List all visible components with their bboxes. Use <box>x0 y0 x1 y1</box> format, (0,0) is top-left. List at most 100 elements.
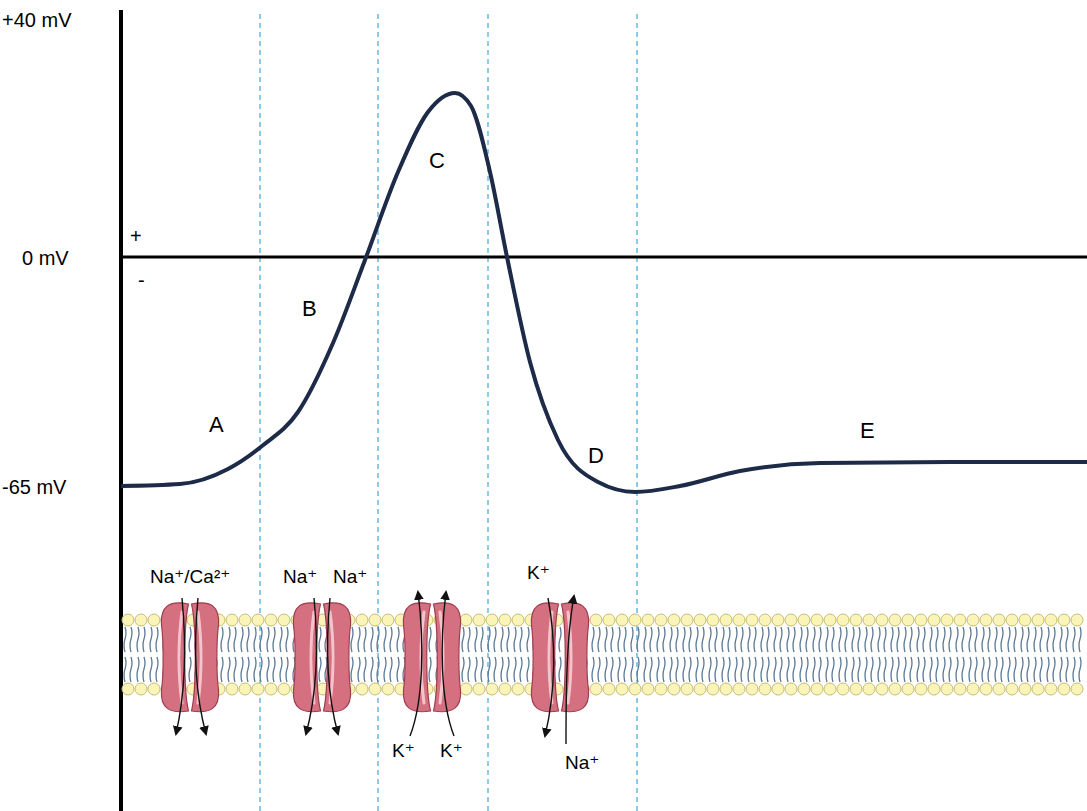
lipid-tail <box>917 657 919 682</box>
lipid-tail <box>858 627 860 652</box>
lipid-tails <box>1021 627 1029 682</box>
lipid-tail <box>930 657 932 682</box>
lipid-head <box>707 683 719 695</box>
lipid-head <box>915 614 927 626</box>
lipid-head <box>967 683 979 695</box>
lipid-head <box>967 614 979 626</box>
lipid-head <box>850 614 862 626</box>
lipid-tail <box>1053 627 1055 652</box>
ion-label: K⁺ <box>392 740 415 763</box>
lipid-tail <box>241 627 243 652</box>
lipid-tail <box>1014 627 1016 652</box>
lipid-head <box>460 683 472 695</box>
cell-membrane <box>122 614 1083 695</box>
lipid-tail <box>280 657 282 682</box>
lipid-tail <box>429 657 431 682</box>
lipid-tails <box>930 627 938 682</box>
lipid-head <box>980 683 992 695</box>
lipid-tail <box>670 657 672 682</box>
lipid-tail <box>982 627 984 652</box>
lipid-head <box>382 683 394 695</box>
lipid-tail <box>1008 657 1010 682</box>
lipid-tail <box>260 657 262 682</box>
lipid-tail <box>637 657 639 682</box>
lipid-tail <box>696 627 698 652</box>
lipid-tails <box>137 627 145 682</box>
lipid-tail <box>650 657 652 682</box>
lipid-tail <box>1060 627 1062 652</box>
lipid-tail <box>124 657 126 682</box>
lipid-head <box>668 683 680 695</box>
lipid-tail <box>722 657 724 682</box>
phase-letter: A <box>209 412 224 438</box>
lipid-tail <box>371 627 373 652</box>
lipid-tail <box>1066 627 1068 652</box>
lipid-tail <box>871 627 873 652</box>
lipid-tail <box>273 627 275 652</box>
lipid-tail <box>962 627 964 652</box>
lipid-tail <box>390 657 392 682</box>
lipid-head <box>733 614 745 626</box>
lipid-tail <box>936 627 938 652</box>
ion-label: K⁺ <box>527 562 550 585</box>
lipid-head <box>941 614 953 626</box>
lipid-tail <box>741 657 743 682</box>
lipid-head <box>811 683 823 695</box>
lipid-tail <box>1034 657 1036 682</box>
lipid-head <box>655 614 667 626</box>
lipid-tail <box>832 627 834 652</box>
lipid-tail <box>878 657 880 682</box>
lipid-head <box>1058 614 1070 626</box>
lipid-tail <box>826 657 828 682</box>
lipid-tails <box>228 627 236 682</box>
ion-channel <box>161 603 218 712</box>
lipid-tails <box>917 627 925 682</box>
lipid-head <box>954 614 966 626</box>
lipid-head <box>720 683 732 695</box>
lipid-head <box>746 683 758 695</box>
lipid-tail <box>767 657 769 682</box>
lipid-tail <box>527 627 529 652</box>
lipid-tail <box>832 657 834 682</box>
ion-label: K⁺ <box>440 740 463 763</box>
lipid-head <box>1019 683 1031 695</box>
lipid-tails <box>319 627 327 682</box>
lipid-head <box>486 614 498 626</box>
lipid-head <box>785 614 797 626</box>
lipid-tail <box>806 627 808 652</box>
lipid-head <box>876 683 888 695</box>
lipid-tail <box>559 627 561 652</box>
lipid-tail <box>741 627 743 652</box>
lipid-tail <box>1040 627 1042 652</box>
lipid-head <box>863 614 875 626</box>
lipid-tail <box>618 657 620 682</box>
lipid-tail <box>871 657 873 682</box>
lipid-tail <box>1014 657 1016 682</box>
lipid-tails <box>826 627 834 682</box>
lipid-tail <box>130 627 132 652</box>
lipid-tail <box>1073 657 1075 682</box>
lipid-tail <box>748 627 750 652</box>
lipid-tail <box>286 627 288 652</box>
lipid-tail <box>364 657 366 682</box>
lipid-tail <box>462 627 464 652</box>
lipid-tails <box>865 627 873 682</box>
lipid-tail <box>611 627 613 652</box>
lipid-tail <box>1027 627 1029 652</box>
lipid-tail <box>397 627 399 652</box>
lipid-tail <box>826 627 828 652</box>
lipid-tail <box>559 657 561 682</box>
lipid-tail <box>631 657 633 682</box>
lipid-tails <box>150 627 158 682</box>
lipid-tail <box>865 657 867 682</box>
lipid-tails <box>891 627 899 682</box>
lipid-tail <box>702 657 704 682</box>
lipid-tail <box>774 627 776 652</box>
lipid-tail <box>390 627 392 652</box>
lipid-tail <box>969 657 971 682</box>
lipid-tail <box>761 657 763 682</box>
lipid-head <box>733 683 745 695</box>
lipid-tails <box>1047 627 1055 682</box>
ion-flow-arrow <box>328 598 338 734</box>
